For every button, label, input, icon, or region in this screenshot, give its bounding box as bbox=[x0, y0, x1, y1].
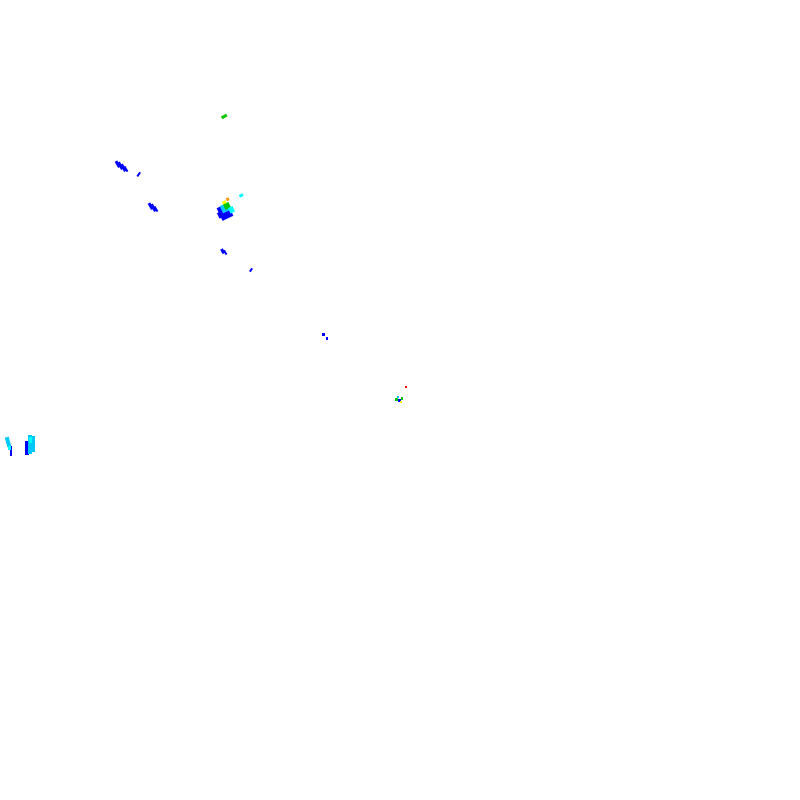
echo-cluster bbox=[249, 267, 253, 273]
echo-cluster bbox=[322, 333, 328, 340]
echo-cluster bbox=[114, 160, 129, 173]
echo-cluster bbox=[220, 113, 228, 120]
echo-cluster bbox=[238, 193, 244, 198]
echo-cluster bbox=[136, 171, 141, 178]
echo-cluster bbox=[216, 197, 235, 221]
echo-cluster bbox=[147, 202, 159, 213]
echo-cluster bbox=[395, 386, 407, 403]
echo-cluster bbox=[25, 435, 35, 455]
echo-cluster bbox=[220, 248, 228, 256]
echo-cluster bbox=[4, 436, 12, 456]
